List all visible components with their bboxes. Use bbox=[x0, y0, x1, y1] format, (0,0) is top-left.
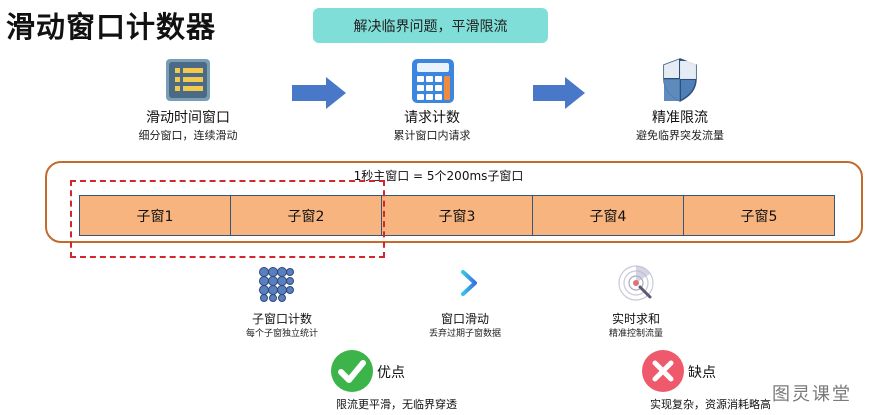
tagline-text: 解决临界问题，平滑限流 bbox=[353, 18, 508, 35]
sub-window-row: 子窗1 子窗2 子窗3 子窗4 子窗5 bbox=[79, 195, 835, 236]
main-window-caption: 1秒主窗口 = 5个200ms子窗口 bbox=[353, 169, 524, 183]
feature-realtime-sum: 实时求和 精准控制流量 bbox=[576, 264, 696, 344]
check-icon bbox=[331, 350, 373, 392]
step-request-count: 请求计数 累计窗口内请求 bbox=[357, 58, 507, 148]
cons-title: 缺点 bbox=[688, 365, 716, 381]
page-title: 滑动窗口计数器 bbox=[6, 10, 217, 44]
feature-subtitle: 精准控制流量 bbox=[608, 329, 663, 339]
step-time-window: 滑动时间窗口 细分窗口，连续滑动 bbox=[113, 58, 263, 148]
feature-subtitle: 每个子窗独立统计 bbox=[245, 329, 318, 339]
radar-icon bbox=[618, 265, 654, 301]
list-icon bbox=[166, 59, 210, 101]
sub-window-cell: 子窗4 bbox=[533, 196, 684, 235]
step-title: 请求计数 bbox=[404, 110, 460, 126]
sub-window-cell: 子窗5 bbox=[684, 196, 834, 235]
right-arrow-icon bbox=[447, 270, 477, 296]
tagline-badge: 解决临界问题，平滑限流 bbox=[313, 8, 548, 43]
sub-window-cell: 子窗3 bbox=[382, 196, 533, 235]
grid-icon bbox=[259, 267, 294, 302]
main-window-frame bbox=[45, 161, 863, 243]
feature-sub-window-count: 子窗口计数 每个子窗独立统计 bbox=[222, 264, 342, 344]
sub-window-cell: 子窗1 bbox=[80, 196, 231, 235]
sliding-window-highlight bbox=[70, 180, 385, 258]
feature-title: 实时求和 bbox=[611, 312, 660, 326]
cons-subtitle: 实现复杂，资源消耗略高 bbox=[650, 398, 771, 411]
step-title: 滑动时间窗口 bbox=[146, 110, 230, 126]
cross-icon bbox=[642, 350, 684, 392]
calculator-icon bbox=[412, 59, 454, 103]
feature-title: 子窗口计数 bbox=[251, 312, 312, 326]
sub-window-cell: 子窗2 bbox=[231, 196, 382, 235]
flow-arrow-icon bbox=[292, 77, 346, 109]
watermark: 图灵课堂 bbox=[772, 384, 852, 405]
shield-icon bbox=[663, 58, 697, 102]
feature-title: 窗口滑动 bbox=[440, 312, 489, 326]
feature-window-slide: 窗口滑动 丢弃过期子窗数据 bbox=[405, 264, 525, 344]
feature-subtitle: 丢弃过期子窗数据 bbox=[428, 329, 501, 339]
step-precise-limit: 精准限流 避免临界突发流量 bbox=[605, 58, 755, 148]
step-subtitle: 细分窗口，连续滑动 bbox=[138, 129, 238, 142]
pros-subtitle: 限流更平滑，无临界穿透 bbox=[336, 398, 457, 411]
step-title: 精准限流 bbox=[652, 110, 708, 126]
flow-arrow-icon bbox=[533, 77, 585, 109]
step-subtitle: 避免临界突发流量 bbox=[636, 129, 724, 142]
step-subtitle: 累计窗口内请求 bbox=[393, 129, 471, 142]
pros-title: 优点 bbox=[377, 365, 405, 381]
